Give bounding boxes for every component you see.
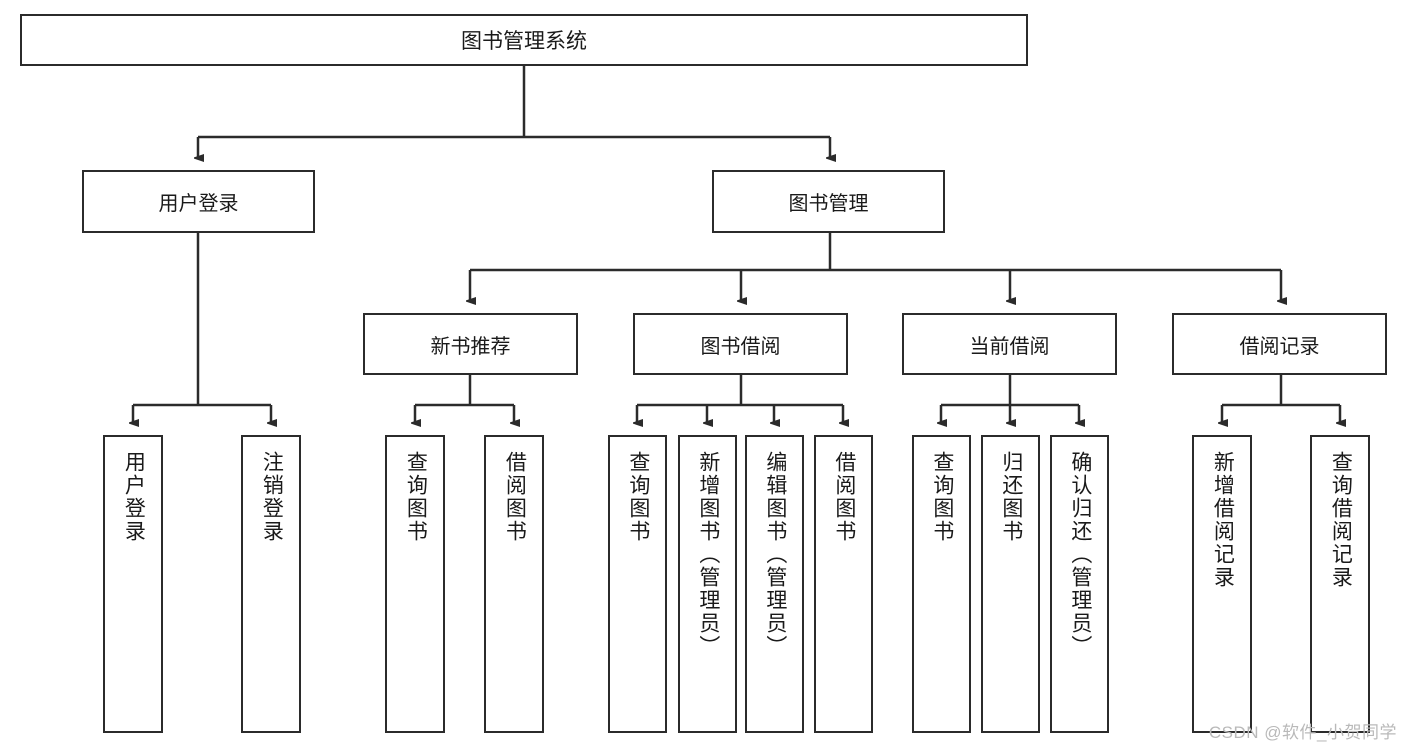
- node-label: 新增图书（管理员）: [696, 451, 720, 658]
- node-label: 用户登录: [122, 451, 146, 543]
- node-label: 用户登录: [158, 193, 239, 215]
- node-book-borrow[interactable]: 图书借阅: [633, 313, 848, 375]
- node-leaf-query-book[interactable]: 查询图书: [608, 435, 667, 733]
- node-label: 借阅图书: [832, 451, 856, 543]
- node-label: 确认归还（管理员）: [1068, 451, 1092, 658]
- node-leaf-edit-book-admin[interactable]: 编辑图书（管理员）: [745, 435, 804, 733]
- node-leaf-add-borrow-record[interactable]: 新增借阅记录: [1192, 435, 1252, 733]
- node-label: 新增借阅记录: [1211, 451, 1235, 589]
- node-label: 查询图书: [930, 451, 954, 543]
- node-label: 编辑图书（管理员）: [763, 451, 787, 658]
- node-borrow-record[interactable]: 借阅记录: [1172, 313, 1387, 375]
- node-user-login[interactable]: 用户登录: [82, 170, 315, 233]
- node-label: 当前借阅: [969, 335, 1050, 358]
- watermark: CSDN @软件_小贺同学: [1208, 723, 1397, 742]
- node-leaf-confirm-return-admin[interactable]: 确认归还（管理员）: [1050, 435, 1109, 733]
- node-leaf-borrow-book-recommend[interactable]: 借阅图书: [484, 435, 544, 733]
- node-label: 借阅图书: [503, 451, 527, 543]
- node-label: 查询图书: [404, 451, 428, 543]
- node-leaf-query-book-recommend[interactable]: 查询图书: [385, 435, 445, 733]
- node-label: 图书管理系统: [461, 30, 587, 53]
- node-label: 借阅记录: [1239, 335, 1320, 358]
- node-book-manage[interactable]: 图书管理: [712, 170, 945, 233]
- node-label: 新书推荐: [430, 335, 511, 358]
- node-leaf-borrow-book[interactable]: 借阅图书: [814, 435, 873, 733]
- node-leaf-return-book[interactable]: 归还图书: [981, 435, 1040, 733]
- node-leaf-query-borrow-record[interactable]: 查询借阅记录: [1310, 435, 1370, 733]
- node-leaf-user-login[interactable]: 用户登录: [103, 435, 163, 733]
- node-label: 注销登录: [260, 451, 284, 543]
- node-leaf-query-book-current[interactable]: 查询图书: [912, 435, 971, 733]
- node-leaf-logout[interactable]: 注销登录: [241, 435, 301, 733]
- node-leaf-add-book-admin[interactable]: 新增图书（管理员）: [678, 435, 737, 733]
- node-label: 归还图书: [999, 451, 1023, 543]
- node-root-system[interactable]: 图书管理系统: [20, 14, 1028, 66]
- node-current-borrow[interactable]: 当前借阅: [902, 313, 1117, 375]
- node-label: 查询借阅记录: [1329, 451, 1353, 589]
- node-label: 图书借阅: [700, 335, 781, 358]
- node-label: 图书管理: [788, 193, 869, 215]
- node-new-book-recommend[interactable]: 新书推荐: [363, 313, 578, 375]
- node-label: 查询图书: [626, 451, 650, 543]
